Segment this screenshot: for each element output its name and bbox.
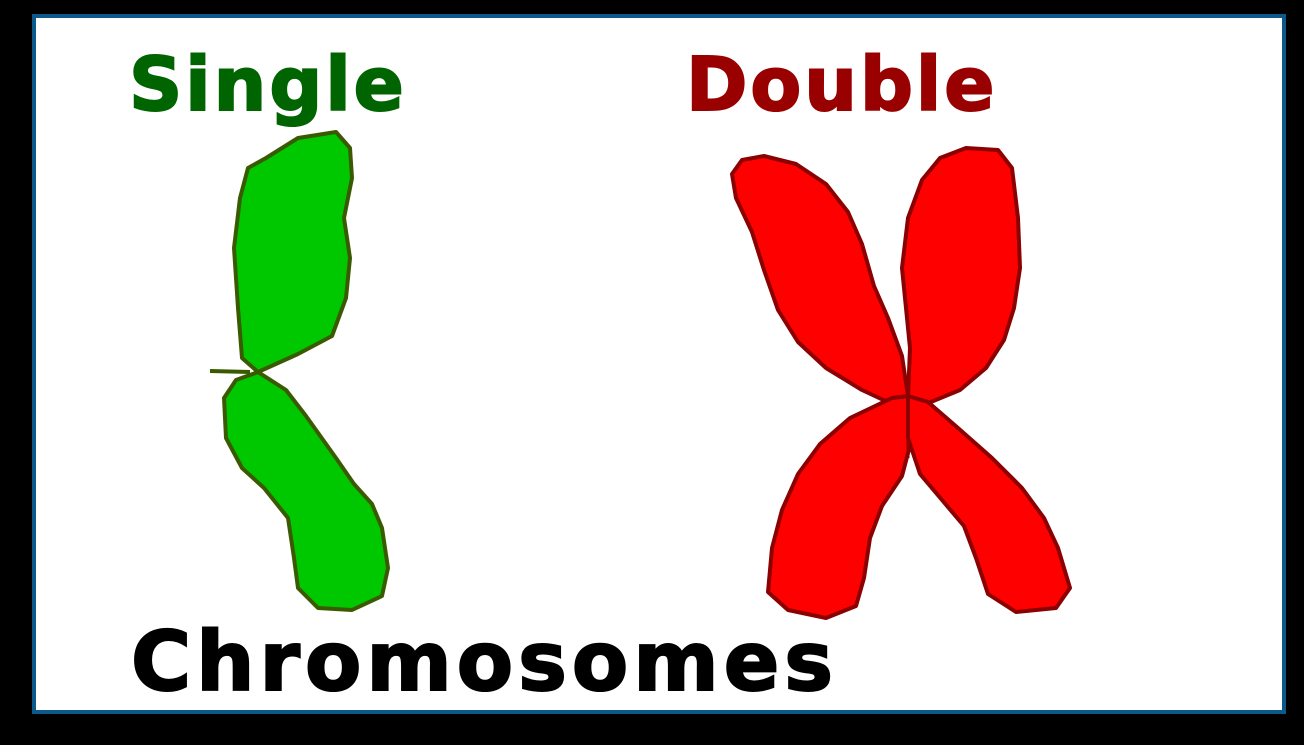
double-chromosome-upper-left-arm	[732, 156, 908, 404]
double-label: Double	[686, 48, 997, 122]
double-chromosome-lower-right-arm	[908, 396, 1070, 612]
single-chromosome-upper-arm	[234, 132, 352, 372]
single-label: Single	[129, 48, 407, 122]
diagram-panel: Single Double Chromosomes	[32, 14, 1286, 714]
single-centromere-mark	[210, 371, 250, 372]
single-chromosome-lower-arm	[224, 372, 388, 610]
chromosomes-label: Chromosomes	[131, 622, 838, 704]
double-chromosome-upper-right-arm	[902, 148, 1020, 404]
double-chromosome-lower-left-arm	[768, 396, 912, 618]
